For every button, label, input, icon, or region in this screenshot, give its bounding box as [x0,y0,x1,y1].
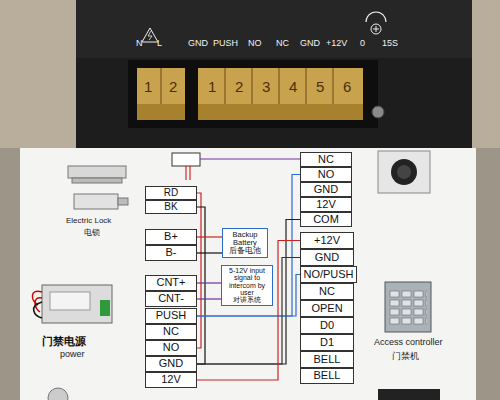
terminal-label: 后备电池 [229,247,261,255]
terminal-label: BELL [314,370,341,382]
terminal-marking: PUSH [213,38,238,48]
terminal-box: NO [145,340,197,356]
wire [197,282,221,283]
terminal-marking: 4 [289,78,297,95]
wire [197,241,300,381]
wire [197,175,300,317]
terminal-box: BELL [300,368,354,384]
terminal-marking: GND [188,38,208,48]
terminal-label: NO [163,342,180,354]
terminal-marking: N [136,38,143,48]
terminal-marking: 0 [360,38,365,48]
caption-text: Electric Lock [66,216,111,225]
terminal-label: B- [166,247,177,259]
terminal-marking: L [157,38,162,48]
wire [197,258,300,365]
terminal-box: NC [300,283,354,300]
terminal-box: NC [300,152,352,167]
terminal-label: D0 [320,320,334,332]
terminal-marking: GND [300,38,320,48]
caption-text: Access controller [374,337,443,347]
terminal-box: 12V [300,197,352,212]
terminal-box: GND [300,249,354,266]
wire [197,193,201,348]
terminal-box: Backup Battery后备电池 [222,228,268,258]
terminal-label: Backup Battery [225,231,265,247]
wire [197,298,221,299]
terminal-box: 5-12V input signal to intercom by user对讲… [221,265,273,306]
wire [197,252,222,253]
terminal-box: BELL [300,351,354,368]
terminal-box: OPEN [300,300,354,317]
terminal-label: NC [318,154,334,166]
terminal-label: BELL [314,354,341,366]
terminal-marking: 1 [208,78,216,95]
wire [197,220,300,365]
terminal-label: B+ [164,231,178,243]
terminal-marking: 5 [316,78,324,95]
terminal-box: NO/PUSH [300,266,357,283]
terminal-box: CNT- [145,291,197,307]
terminal-marking: 2 [169,78,177,95]
terminal-label: BK [164,202,177,213]
terminal-marking: 3 [262,78,270,95]
terminal-label: GND [159,358,183,370]
terminal-label: GND [314,184,338,196]
terminal-label: OPEN [311,303,342,315]
caption-text: 电锁 [84,227,100,238]
terminal-label: CNT- [158,293,184,305]
terminal-box: D0 [300,317,354,334]
terminal-label: PUSH [156,310,187,322]
terminal-box: D1 [300,334,354,351]
terminal-marking: 2 [235,78,243,95]
wire [197,207,205,364]
terminal-label: 5-12V input signal to intercom by user [224,267,270,296]
terminal-label: CNT+ [156,277,185,289]
terminal-box: BK [145,200,197,214]
terminal-label: +12V [314,235,340,247]
terminal-label: D1 [320,337,334,349]
terminal-label: 12V [161,374,181,386]
terminal-box: 12V [145,372,197,388]
terminal-label: COM [313,214,339,226]
terminal-label: NC [319,286,335,298]
terminal-marking: NO [248,38,262,48]
caption-text: power [60,349,85,359]
terminal-label: 12V [316,199,336,211]
terminal-marking: 15S [382,38,398,48]
terminal-box: GND [145,356,197,372]
terminal-box: RD [145,186,197,200]
terminal-marking: 6 [343,78,351,95]
terminal-box: NO [300,167,352,182]
wire [197,236,222,237]
terminal-label: NO [318,169,335,181]
terminal-label: 对讲系统 [233,296,261,303]
terminal-box: PUSH [145,308,197,324]
terminal-box: CNT+ [145,275,197,291]
terminal-box: B+ [145,229,197,245]
terminal-marking: NC [276,38,289,48]
terminal-label: NC [163,326,179,338]
terminal-label: GND [315,252,339,264]
terminal-marking: +12V [326,38,347,48]
terminal-box: B- [145,245,197,261]
terminal-label: NO/PUSH [303,269,353,281]
terminal-box: +12V [300,232,354,249]
caption-text: 门禁电源 [42,334,86,349]
caption-text: 门禁机 [392,350,419,363]
terminal-marking: 1 [144,78,152,95]
terminal-box: GND [300,182,352,197]
terminal-box: COM [300,212,352,227]
terminal-label: RD [164,188,178,199]
terminal-box: NC [145,324,197,340]
